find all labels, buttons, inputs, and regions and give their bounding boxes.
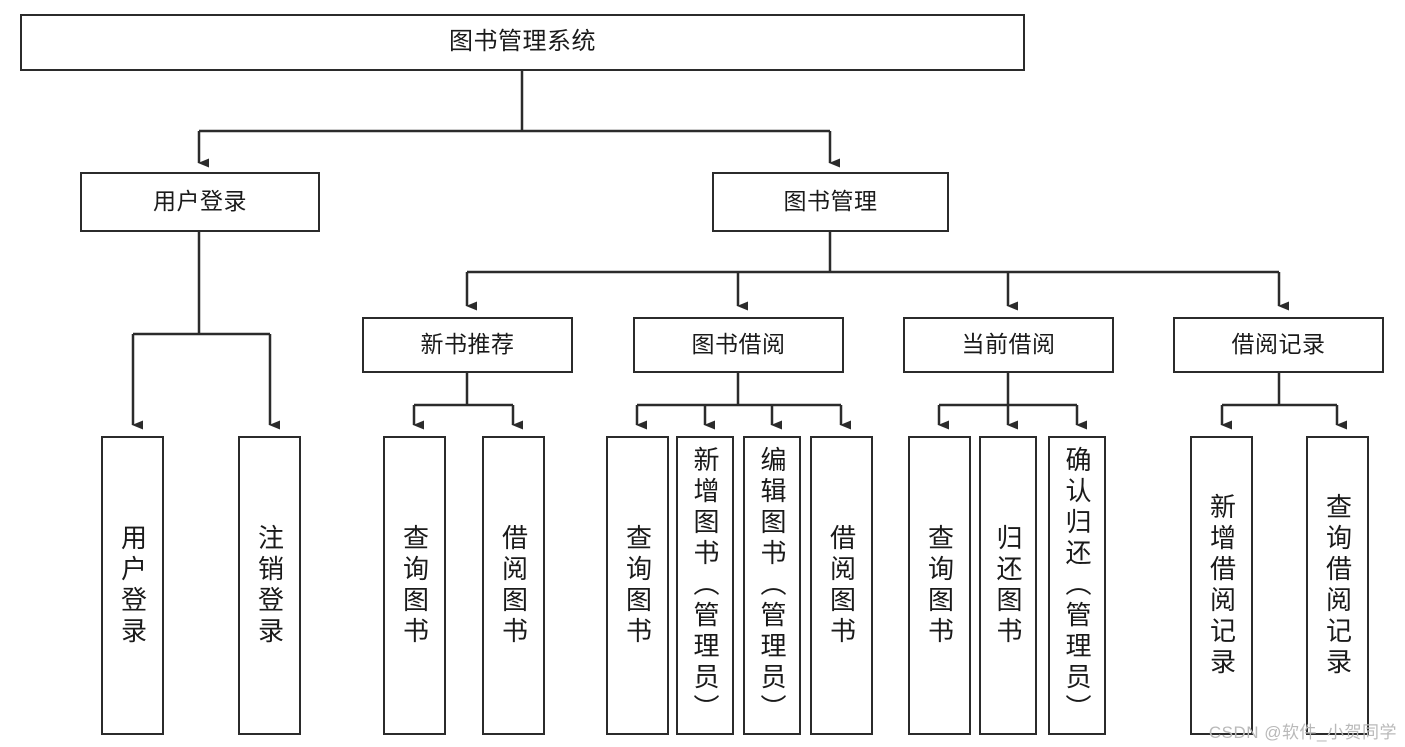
node-label: 用户登录 [117,523,148,648]
node-leaf-edit-book[interactable]: 编辑图书（管理员） [743,436,801,735]
node-user-login[interactable]: 用户登录 [80,172,320,232]
node-label: 当前借阅 [961,331,1056,358]
node-leaf-query-book-1[interactable]: 查询图书 [383,436,446,735]
node-root-book-management-system[interactable]: 图书管理系统 [20,14,1025,71]
node-label: 查询图书 [622,523,653,648]
node-leaf-query-record[interactable]: 查询借阅记录 [1306,436,1369,735]
node-leaf-add-record[interactable]: 新增借阅记录 [1190,436,1253,735]
node-label: 图书管理系统 [449,28,596,56]
node-leaf-logout[interactable]: 注销登录 [238,436,301,735]
node-borrow-record[interactable]: 借阅记录 [1173,317,1384,373]
node-leaf-borrow-book-2[interactable]: 借阅图书 [810,436,873,735]
node-label: 编辑图书（管理员） [757,446,787,725]
node-new-book-recommend[interactable]: 新书推荐 [362,317,573,373]
node-label: 注销登录 [254,523,285,648]
node-leaf-query-book-2[interactable]: 查询图书 [606,436,669,735]
node-label: 查询图书 [399,523,430,648]
node-label: 借阅记录 [1231,331,1326,358]
watermark-text: CSDN @软件_小贺同学 [1208,723,1397,742]
node-label: 用户登录 [153,188,247,215]
node-book-borrow[interactable]: 图书借阅 [633,317,844,373]
node-leaf-user-login[interactable]: 用户登录 [101,436,164,735]
node-leaf-borrow-book-1[interactable]: 借阅图书 [482,436,545,735]
node-label: 确认归还（管理员） [1062,446,1092,725]
node-label: 借阅图书 [826,523,857,648]
node-label: 图书借阅 [691,331,786,358]
node-label: 查询图书 [924,523,955,648]
node-label: 新增借阅记录 [1206,492,1237,679]
node-leaf-return-book[interactable]: 归还图书 [979,436,1037,735]
node-label: 图书管理 [783,188,878,215]
node-label: 新书推荐 [420,331,515,358]
node-label: 新增图书（管理员） [690,446,720,725]
node-current-borrow[interactable]: 当前借阅 [903,317,1114,373]
node-label: 查询借阅记录 [1322,492,1353,679]
node-leaf-query-book-3[interactable]: 查询图书 [908,436,971,735]
node-leaf-confirm-return[interactable]: 确认归还（管理员） [1048,436,1106,735]
node-label: 借阅图书 [498,523,529,648]
node-book-management[interactable]: 图书管理 [712,172,949,232]
node-leaf-add-book[interactable]: 新增图书（管理员） [676,436,734,735]
node-label: 归还图书 [993,523,1023,648]
